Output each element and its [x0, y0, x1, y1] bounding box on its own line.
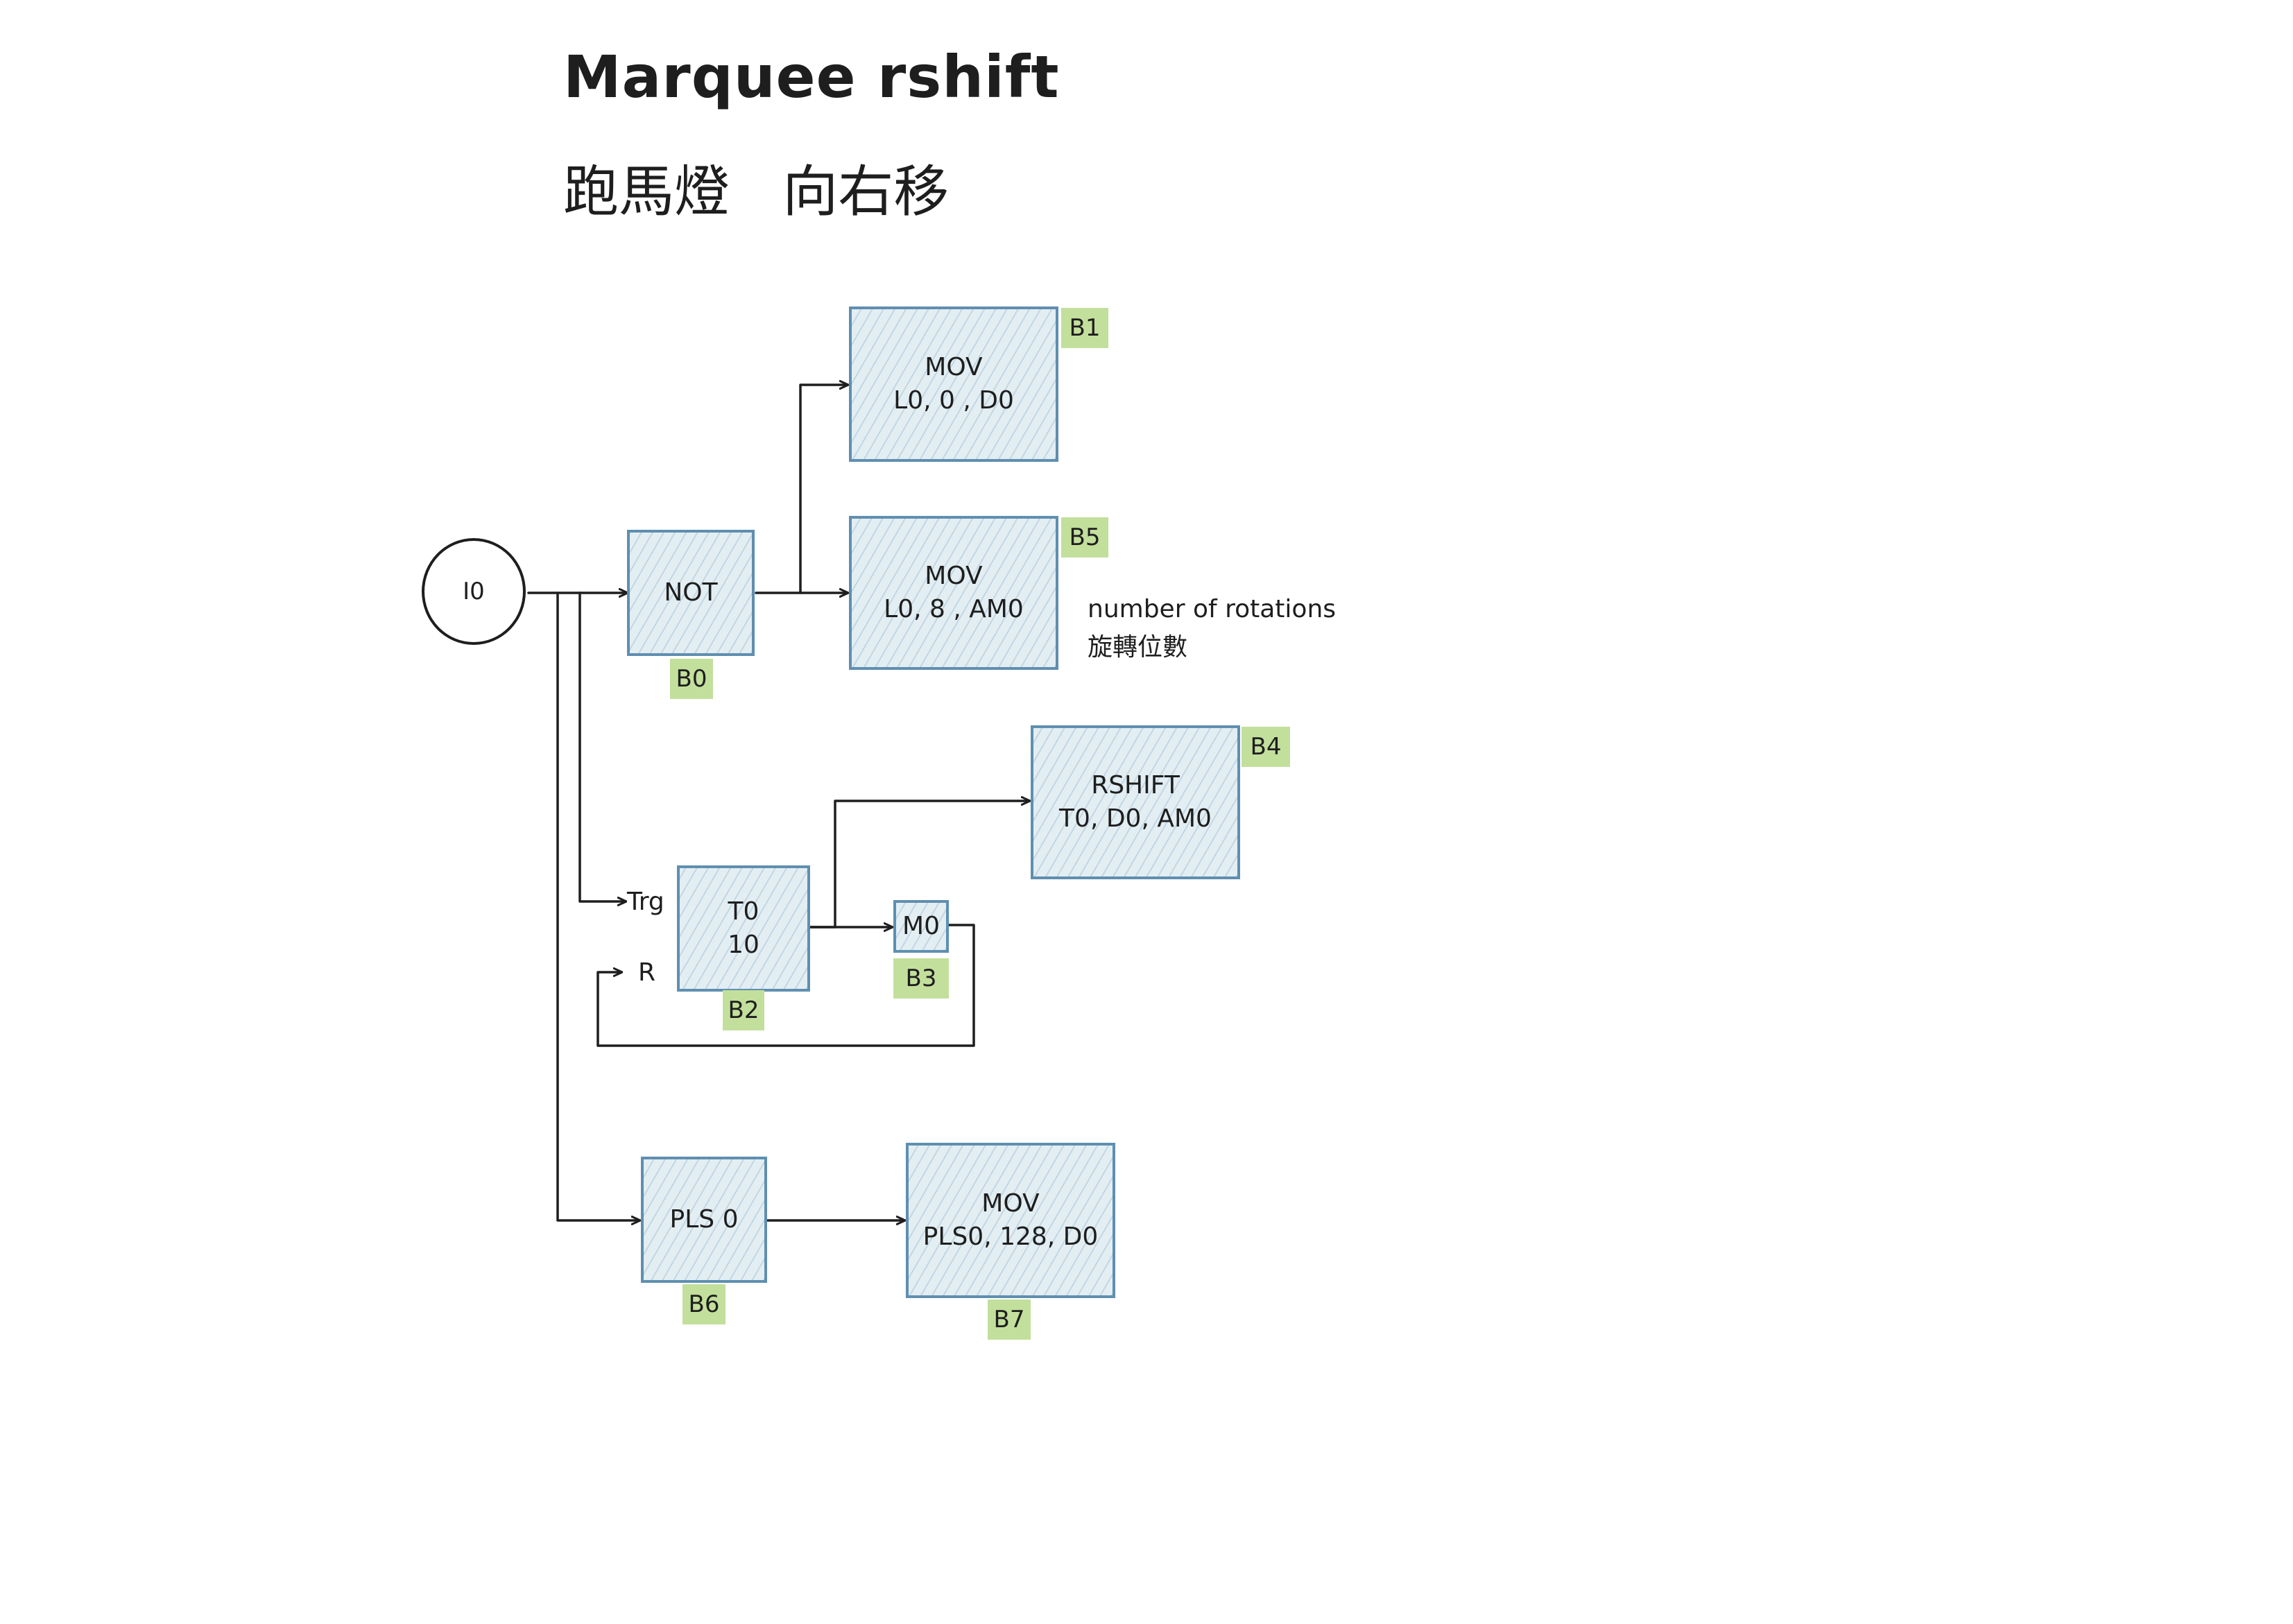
block-not-op: NOT [664, 578, 718, 607]
wire-i0-to-pls [556, 591, 639, 1220]
block-mov-b7-op: MOV [981, 1189, 1040, 1218]
block-mov-b5: MOV L0, 8 , AM0 [849, 516, 1058, 670]
diagram-title: Marquee rshift [563, 43, 1060, 111]
block-mov-b1-args: L0, 0 , D0 [893, 386, 1014, 415]
pin-trigger-label: Trg [627, 888, 664, 916]
block-tag-b3: B3 [893, 958, 949, 999]
input-contact-i0: I0 [422, 538, 526, 645]
block-not: NOT [627, 530, 755, 656]
block-relay-id: M0 [902, 912, 940, 940]
block-rshift-args: T0, D0, AM0 [1059, 804, 1212, 833]
block-tag-b1: B1 [1061, 308, 1108, 348]
block-pulse-op: PLS 0 [669, 1205, 739, 1234]
annotation-rotations-en: number of rotations [1088, 595, 1337, 623]
block-timer-b2: T0 10 [677, 865, 810, 992]
block-tag-b7: B7 [988, 1299, 1031, 1340]
input-contact-label: I0 [463, 578, 485, 605]
block-mov-b5-args: L0, 8 , AM0 [884, 595, 1024, 623]
block-relay-b3: M0 [893, 900, 949, 953]
block-tag-b0: B0 [670, 659, 713, 699]
block-pulse-b6: PLS 0 [641, 1157, 767, 1283]
block-rshift-op: RSHIFT [1091, 771, 1180, 800]
block-timer-id: T0 [728, 897, 759, 926]
block-mov-b7: MOV PLS0, 128, D0 [906, 1143, 1115, 1298]
block-tag-b2: B2 [723, 990, 764, 1030]
block-tag-b4: B4 [1242, 727, 1290, 767]
wire-i0-to-trg [578, 591, 626, 901]
diagram-subtitle: 跑馬燈 向右移 [563, 159, 950, 224]
block-mov-b5-op: MOV [925, 562, 983, 590]
block-tag-b6: B6 [682, 1284, 725, 1324]
pin-reset-label: R [638, 958, 656, 987]
block-rshift-b4: RSHIFT T0, D0, AM0 [1031, 725, 1240, 879]
block-mov-b1-op: MOV [925, 353, 983, 381]
block-tag-b5: B5 [1061, 517, 1108, 558]
block-mov-b1: MOV L0, 0 , D0 [849, 306, 1058, 462]
block-timer-preset: 10 [728, 931, 759, 959]
wire-m0-feedback-to-reset [596, 924, 975, 1047]
block-mov-b7-args: PLS0, 128, D0 [922, 1223, 1099, 1251]
annotation-rotations-zh: 旋轉位數 [1088, 633, 1188, 662]
wire-not-to-b1 [799, 385, 848, 594]
